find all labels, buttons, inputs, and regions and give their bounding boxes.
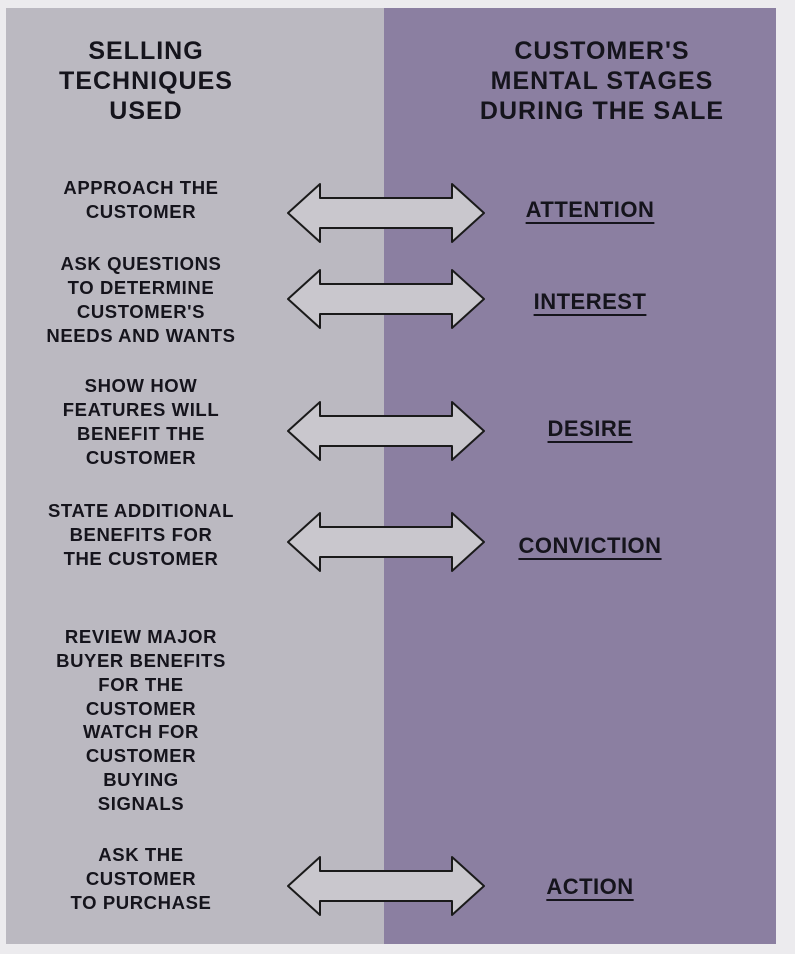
stage-desire: DESIRE	[547, 416, 633, 441]
double-arrow-icon	[287, 269, 485, 329]
technique-show-features: SHOW HOW FEATURES WILL BENEFIT THE CUSTO…	[62, 375, 220, 468]
stage-action: ACTION	[546, 874, 634, 899]
stage-conviction: CONVICTION	[518, 533, 662, 558]
double-arrow-icon	[287, 512, 485, 572]
technique-ask-questions: ASK QUESTIONS TO DETERMINE CUSTOMER'S NE…	[46, 253, 236, 346]
techniques-column-background	[6, 8, 390, 944]
technique-review-benefits: REVIEW MAJOR BUYER BENEFITS FOR THE CUST…	[56, 626, 226, 719]
stage-interest: INTEREST	[533, 289, 647, 314]
technique-ask-purchase: ASK THE CUSTOMER TO PURCHASE	[70, 844, 212, 913]
stage-attention: ATTENTION	[525, 197, 655, 222]
double-arrow-icon	[287, 856, 485, 916]
double-arrow-icon	[287, 183, 485, 243]
double-arrow-icon	[287, 401, 485, 461]
technique-state-benefits: STATE ADDITIONAL BENEFITS FOR THE CUSTOM…	[47, 500, 235, 569]
technique-watch-signals: WATCH FOR CUSTOMER BUYING SIGNALS	[82, 721, 200, 814]
stages-column-background	[384, 8, 776, 944]
techniques-header: SELLING TECHNIQUES USED	[59, 37, 233, 125]
stages-header: CUSTOMER'S MENTAL STAGES DURING THE SALE	[479, 37, 725, 125]
technique-approach: APPROACH THE CUSTOMER	[63, 177, 219, 222]
